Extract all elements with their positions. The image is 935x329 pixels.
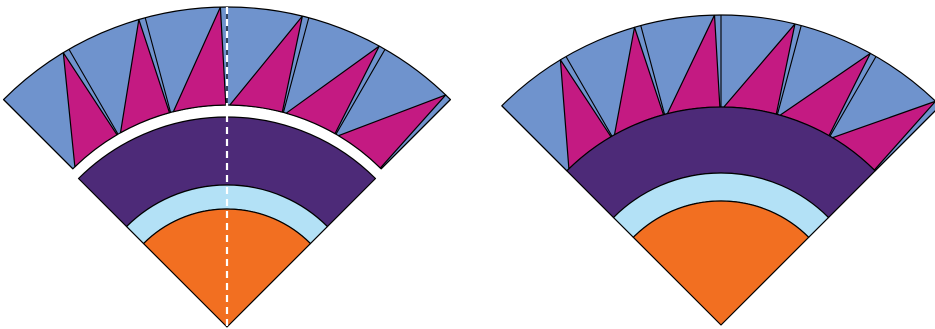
orange-center-wedge xyxy=(633,201,808,325)
fan-block-assembled xyxy=(502,15,935,325)
fan-block-exploded xyxy=(4,7,451,329)
